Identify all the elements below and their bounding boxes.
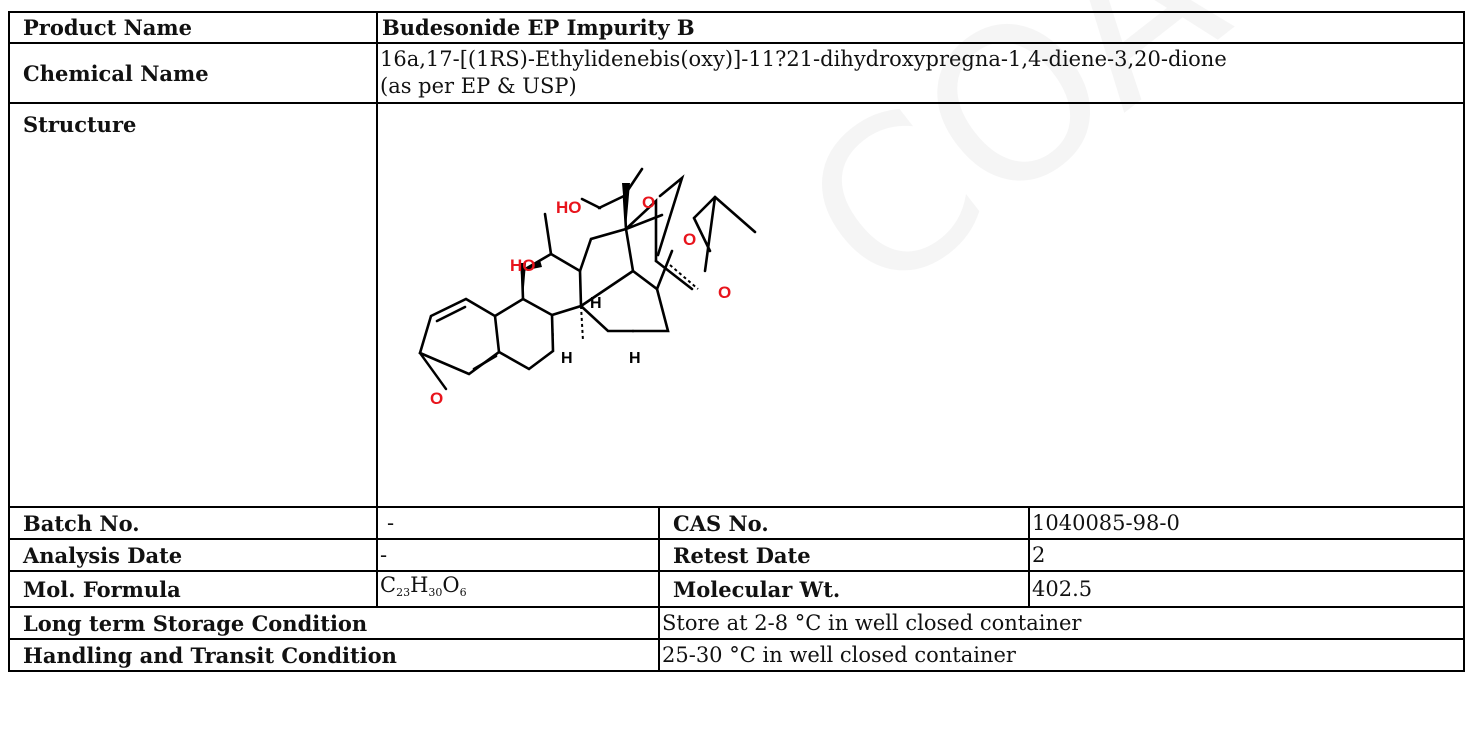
formula-c-count: 23 — [396, 586, 411, 599]
cas-value: 1040085-98-0 — [1028, 506, 1465, 540]
atom-ho-mid: HO — [510, 256, 536, 275]
atom-o-ring2: O — [718, 283, 731, 302]
atom-ho-top: HO — [556, 198, 582, 217]
row-formula: Mol. Formula C23H30O6 Molecular Wt. 402.… — [8, 570, 1465, 608]
molwt-value: 402.5 — [1028, 570, 1465, 608]
handling-label: Handling and Transit Condition — [8, 638, 660, 672]
chemical-name-line1: 16a,17-[(1RS)-Ethylidenebis(oxy)]-11?21-… — [380, 47, 1227, 71]
row-product: Product Name Budesonide EP Impurity B — [8, 11, 1465, 44]
molwt-label: Molecular Wt. — [658, 570, 1030, 608]
analysis-date-label: Analysis Date — [8, 538, 378, 572]
batch-value: - — [376, 506, 660, 540]
structure-image: HO O O HO O O H H H — [418, 167, 757, 408]
coa-table: Product Name Budesonide EP Impurity B Ch… — [8, 11, 1465, 672]
analysis-date-value: - — [376, 538, 660, 572]
row-handling: Handling and Transit Condition 25-30 °C … — [8, 638, 1465, 672]
atom-h-1: H — [590, 295, 602, 312]
formula-label: Mol. Formula — [8, 570, 378, 608]
row-analysis: Analysis Date - Retest Date 2 — [8, 538, 1465, 572]
handling-value: 25-30 °C in well closed container — [658, 638, 1465, 672]
retest-date-value: 2 — [1028, 538, 1465, 572]
storage-label: Long term Storage Condition — [8, 606, 660, 640]
chemical-name-label: Chemical Name — [8, 42, 378, 104]
row-batch: Batch No. - CAS No. 1040085-98-0 — [8, 506, 1465, 540]
retest-date-label: Retest Date — [658, 538, 1030, 572]
formula-o-count: 6 — [459, 586, 467, 599]
atom-o-ketone: O — [642, 193, 655, 212]
chemical-name-line2: (as per EP & USP) — [380, 74, 577, 98]
row-storage: Long term Storage Condition Store at 2-8… — [8, 606, 1465, 640]
batch-label: Batch No. — [8, 506, 378, 540]
atom-o-ringa: O — [430, 389, 443, 408]
formula-o: O — [442, 573, 460, 597]
storage-value: Store at 2-8 °C in well closed container — [658, 606, 1465, 640]
atom-o-ring1: O — [683, 230, 696, 249]
product-name-value: Budesonide EP Impurity B — [376, 11, 1465, 44]
cas-label: CAS No. — [658, 506, 1030, 540]
formula-h: H — [410, 573, 429, 597]
formula-value: C23H30O6 — [376, 570, 660, 608]
structure-cell: HO O O HO O O H H H — [376, 102, 1465, 508]
structure-label: Structure — [8, 102, 378, 508]
formula-h-count: 30 — [428, 586, 443, 599]
row-structure: Structure — [8, 102, 1465, 508]
product-name-label: Product Name — [8, 11, 378, 44]
atom-h-3: H — [629, 350, 641, 367]
row-chemical: Chemical Name 16a,17-[(1RS)-Ethylidenebi… — [8, 42, 1465, 104]
formula-c: C — [380, 573, 397, 597]
chemical-name-value: 16a,17-[(1RS)-Ethylidenebis(oxy)]-11?21-… — [376, 42, 1465, 104]
atom-h-2: H — [561, 350, 573, 367]
